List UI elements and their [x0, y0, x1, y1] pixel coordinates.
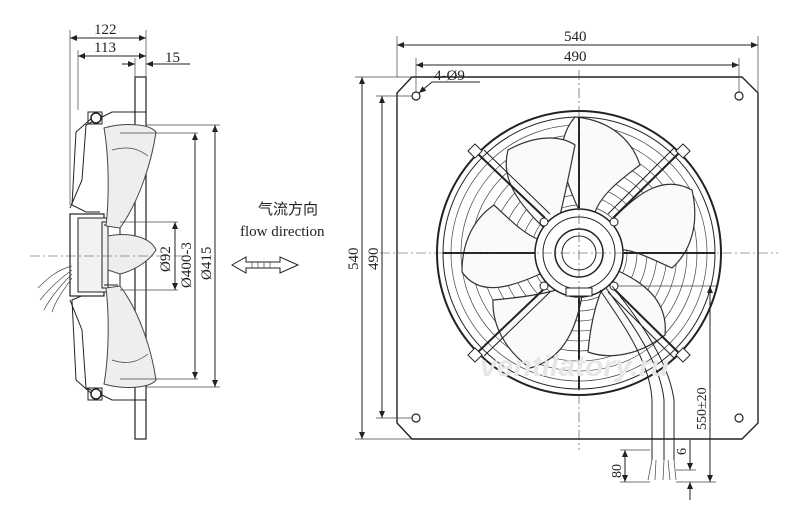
blade-side-3	[103, 285, 157, 388]
dim-hole-spacing-y: 490	[366, 248, 382, 271]
blade-side-1	[103, 124, 157, 229]
dim-plate: 15	[165, 50, 180, 66]
cable	[599, 285, 677, 481]
dim-hole-spacing-x: 490	[564, 49, 587, 65]
motor-hub	[77, 217, 109, 293]
dim-depth: 113	[94, 40, 116, 56]
mount-hole-icon	[734, 91, 744, 101]
clamp-top-icon	[90, 112, 102, 124]
airflow-label-en: flow direction	[240, 224, 325, 240]
dim-plate-width: 540	[564, 29, 587, 45]
airflow-indicator: 气流方向 flow direction	[230, 200, 325, 274]
side-view: 122 113 15 Ø92 Ø400-3 Ø415	[30, 22, 220, 440]
dim-cable-strip: 6	[675, 448, 690, 455]
airflow-arrow-icon	[230, 256, 300, 274]
dim-holes: 4-Ø9	[434, 68, 465, 84]
airflow-label-cn: 气流方向	[258, 200, 318, 218]
blade-side-2	[107, 234, 157, 275]
dim-venturi: Ø415	[199, 247, 215, 280]
clamp-bottom-icon	[90, 388, 102, 400]
mount-hole-icon	[411, 91, 421, 101]
watermark: ventilatory.ru	[480, 350, 669, 383]
front-view: 540 490 4-Ø9 540 490 550±20 80 6	[346, 29, 778, 500]
dim-overall-depth: 122	[94, 22, 117, 38]
dim-impeller: Ø400-3	[179, 242, 195, 288]
mount-hole-icon	[734, 413, 744, 423]
dim-plate-height: 540	[346, 248, 362, 271]
mount-hole-icon	[411, 413, 421, 423]
impeller-blades	[461, 116, 696, 369]
dim-hub: Ø92	[158, 246, 174, 272]
dim-cable-length: 550±20	[695, 387, 710, 430]
dim-cable-end: 80	[610, 464, 625, 478]
